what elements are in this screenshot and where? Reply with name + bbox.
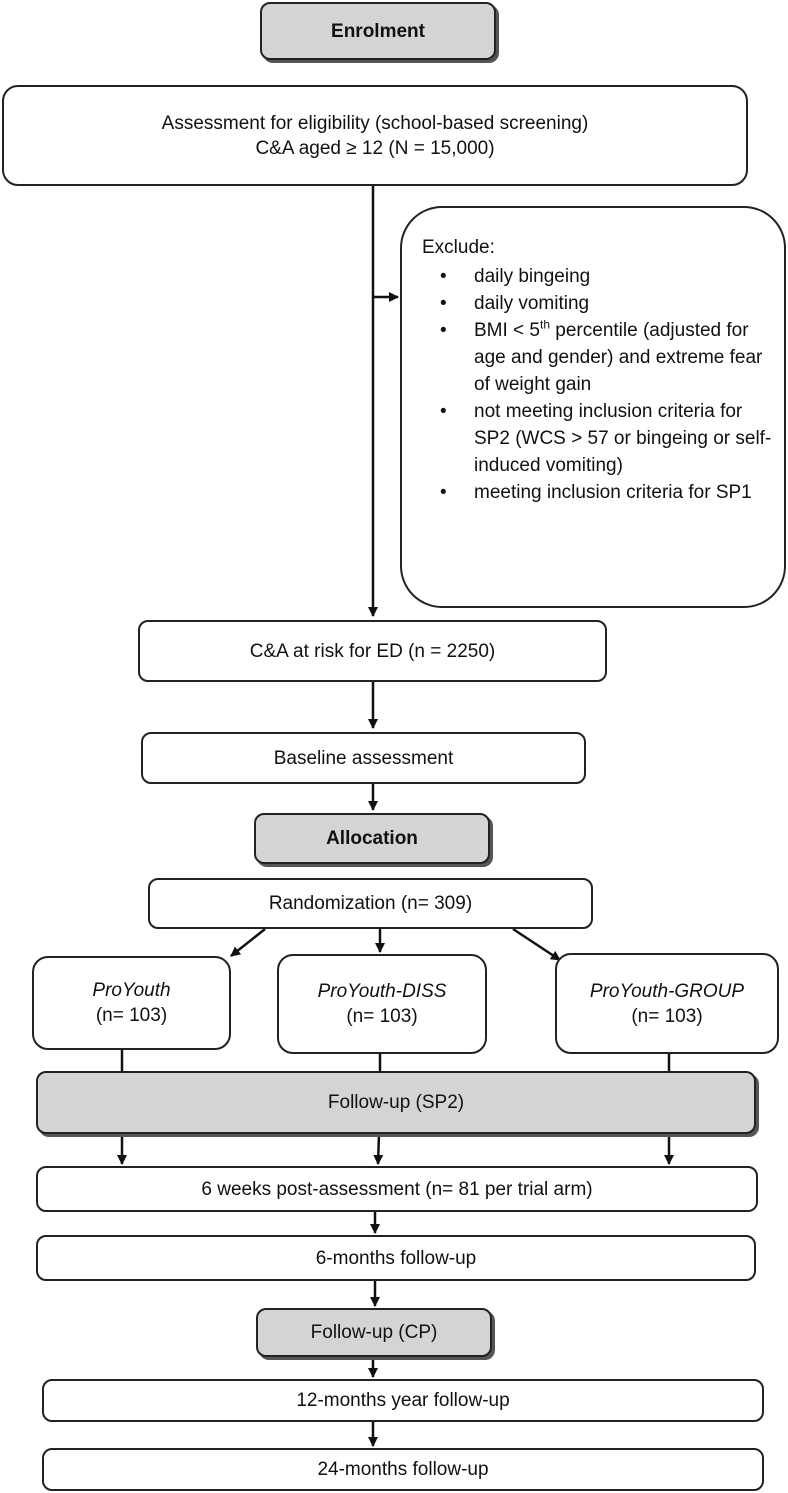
at-risk-label: C&A at risk for ED (n = 2250) (249, 640, 496, 662)
exclude-title: Exclude: (422, 237, 495, 258)
baseline-label: Baseline assessment (273, 747, 454, 769)
twelve-months-box: 12-months year follow-up (42, 1379, 764, 1422)
randomization-box: Randomization (n= 309) (148, 878, 593, 929)
bullet-icon: • (440, 401, 447, 422)
post-assessment-box: 6 weeks post-assessment (n= 81 per trial… (36, 1166, 758, 1212)
at-risk-box: C&A at risk for ED (n = 2250) (138, 620, 607, 682)
allocation-box: Allocation (254, 813, 490, 864)
randomization-label: Randomization (n= 309) (268, 893, 473, 914)
arm-count: (n= 103) (631, 1005, 703, 1027)
bullet-icon: • (440, 266, 447, 287)
exclude-item: •daily vomiting (422, 290, 774, 317)
arm-name: ProYouth-DISS (317, 981, 447, 1002)
bullet-icon: • (440, 293, 447, 314)
exclude-box: Exclude: •daily bingeing •daily vomiting… (400, 206, 786, 608)
exclude-item: •BMI < 5th percentile (adjusted for age … (440, 317, 763, 395)
arm-box-proyouth: ProYouth (n= 103) (32, 956, 231, 1050)
arm-box-proyouth-diss: ProYouth-DISS (n= 103) (277, 954, 487, 1054)
followup-cp-box: Follow-up (CP) (256, 1308, 492, 1357)
exclude-item: •daily bingeing (422, 263, 774, 290)
exclude-item: •not meeting inclusion criteria for SP2 … (422, 398, 774, 479)
followup-sp2-label: Follow-up (SP2) (327, 1092, 465, 1113)
arrow-randomization-to-arm-3 (512, 927, 561, 962)
eligibility-line-1: Assessment for eligibility (school-based… (161, 112, 589, 134)
exclude-item: •meeting inclusion criteria for SP1 (422, 479, 774, 506)
bullet-icon: • (440, 482, 447, 503)
twentyfour-months-label: 24-months follow-up (317, 1459, 489, 1480)
followup-sp2-box: Follow-up (SP2) (36, 1071, 756, 1134)
arm-count: (n= 103) (346, 1006, 418, 1027)
arrow-randomization-to-arm-1 (230, 928, 266, 957)
arm-name: ProYouth (92, 980, 171, 1001)
arm-box-proyouth-group: ProYouth-GROUP (n= 103) (555, 953, 779, 1054)
followup-cp-label: Follow-up (CP) (310, 1322, 438, 1343)
twentyfour-months-box: 24-months follow-up (42, 1448, 764, 1491)
eligibility-line-2: C&A aged ≥ 12 (N = 15,000) (255, 137, 495, 159)
eligibility-box: Assessment for eligibility (school-based… (2, 85, 748, 186)
arm-name: ProYouth-GROUP (589, 980, 745, 1002)
twelve-months-label: 12-months year follow-up (296, 1390, 510, 1411)
baseline-box: Baseline assessment (141, 732, 586, 784)
bmi-superscript: th (540, 317, 551, 332)
allocation-label: Allocation (326, 828, 418, 849)
post-assessment-label: 6 weeks post-assessment (n= 81 per trial… (201, 1178, 593, 1200)
arm-count: (n= 103) (95, 1005, 168, 1026)
six-months-box: 6-months follow-up (36, 1235, 756, 1281)
enrolment-label: Enrolment (331, 20, 425, 42)
bullet-icon: • (440, 320, 447, 341)
enrolment-box: Enrolment (260, 2, 496, 60)
six-months-label: 6-months follow-up (315, 1247, 477, 1269)
arrow-followup-to-post-2 (373, 1133, 384, 1165)
exclude-list: •daily bingeing •daily vomiting •BMI < 5… (422, 263, 774, 506)
